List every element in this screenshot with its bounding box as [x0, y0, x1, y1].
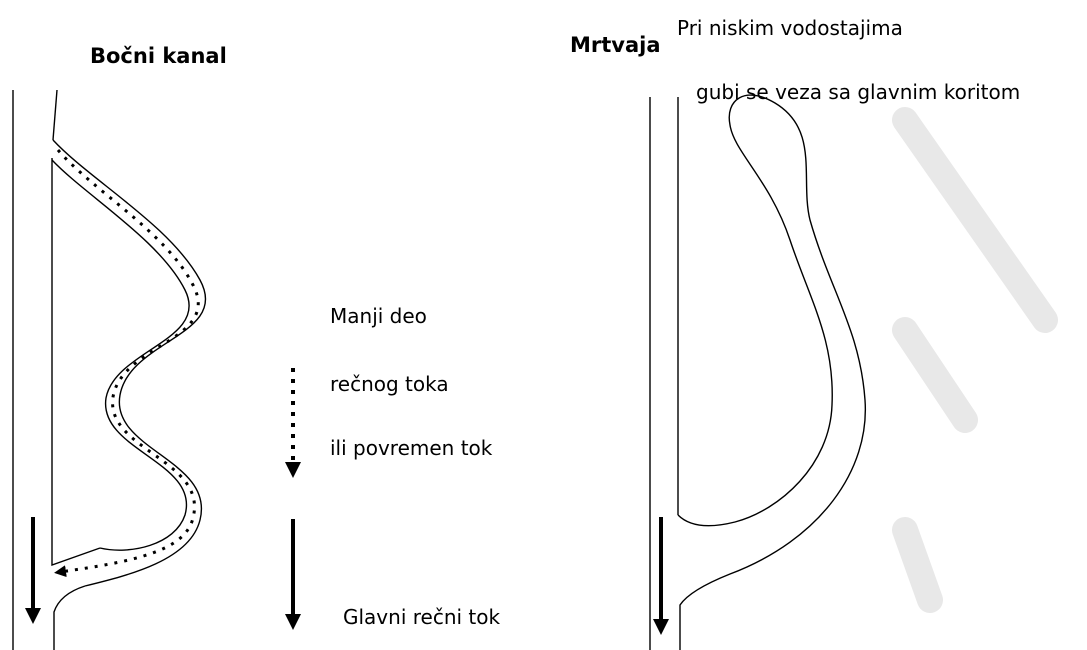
oxbow-diagram: [649, 94, 866, 650]
side-channel-diagram: [12, 89, 207, 650]
oxbow-outer-bank: [677, 94, 866, 650]
watermark: [892, 107, 1058, 613]
side-channel-inner-bank: [51, 159, 190, 551]
island-inner-bank: [51, 158, 101, 566]
legend-minor-flow-line2: rečnog toka: [330, 372, 449, 396]
legend-main-flow-label: Glavni rečni tok: [343, 605, 501, 629]
oxbow-title: Mrtvaja: [570, 33, 661, 57]
side-channel-minor-flow: [54, 149, 200, 578]
oxbow-note-line2: gubi se veza sa glavnim koritom: [696, 80, 1021, 104]
side-channel-outer-bank: [52, 139, 207, 587]
legend-minor-flow-line3: ili povremen tok: [330, 436, 493, 460]
oxbow-note-line1: Pri niskim vodostajima: [677, 16, 903, 40]
side-channel-title: Bočni kanal: [90, 44, 227, 68]
main-channel-right-bank-lower: [53, 585, 86, 650]
main-channel-right-bank-upper: [52, 89, 58, 141]
legend-minor-flow-line1: Manji deo: [330, 304, 427, 328]
